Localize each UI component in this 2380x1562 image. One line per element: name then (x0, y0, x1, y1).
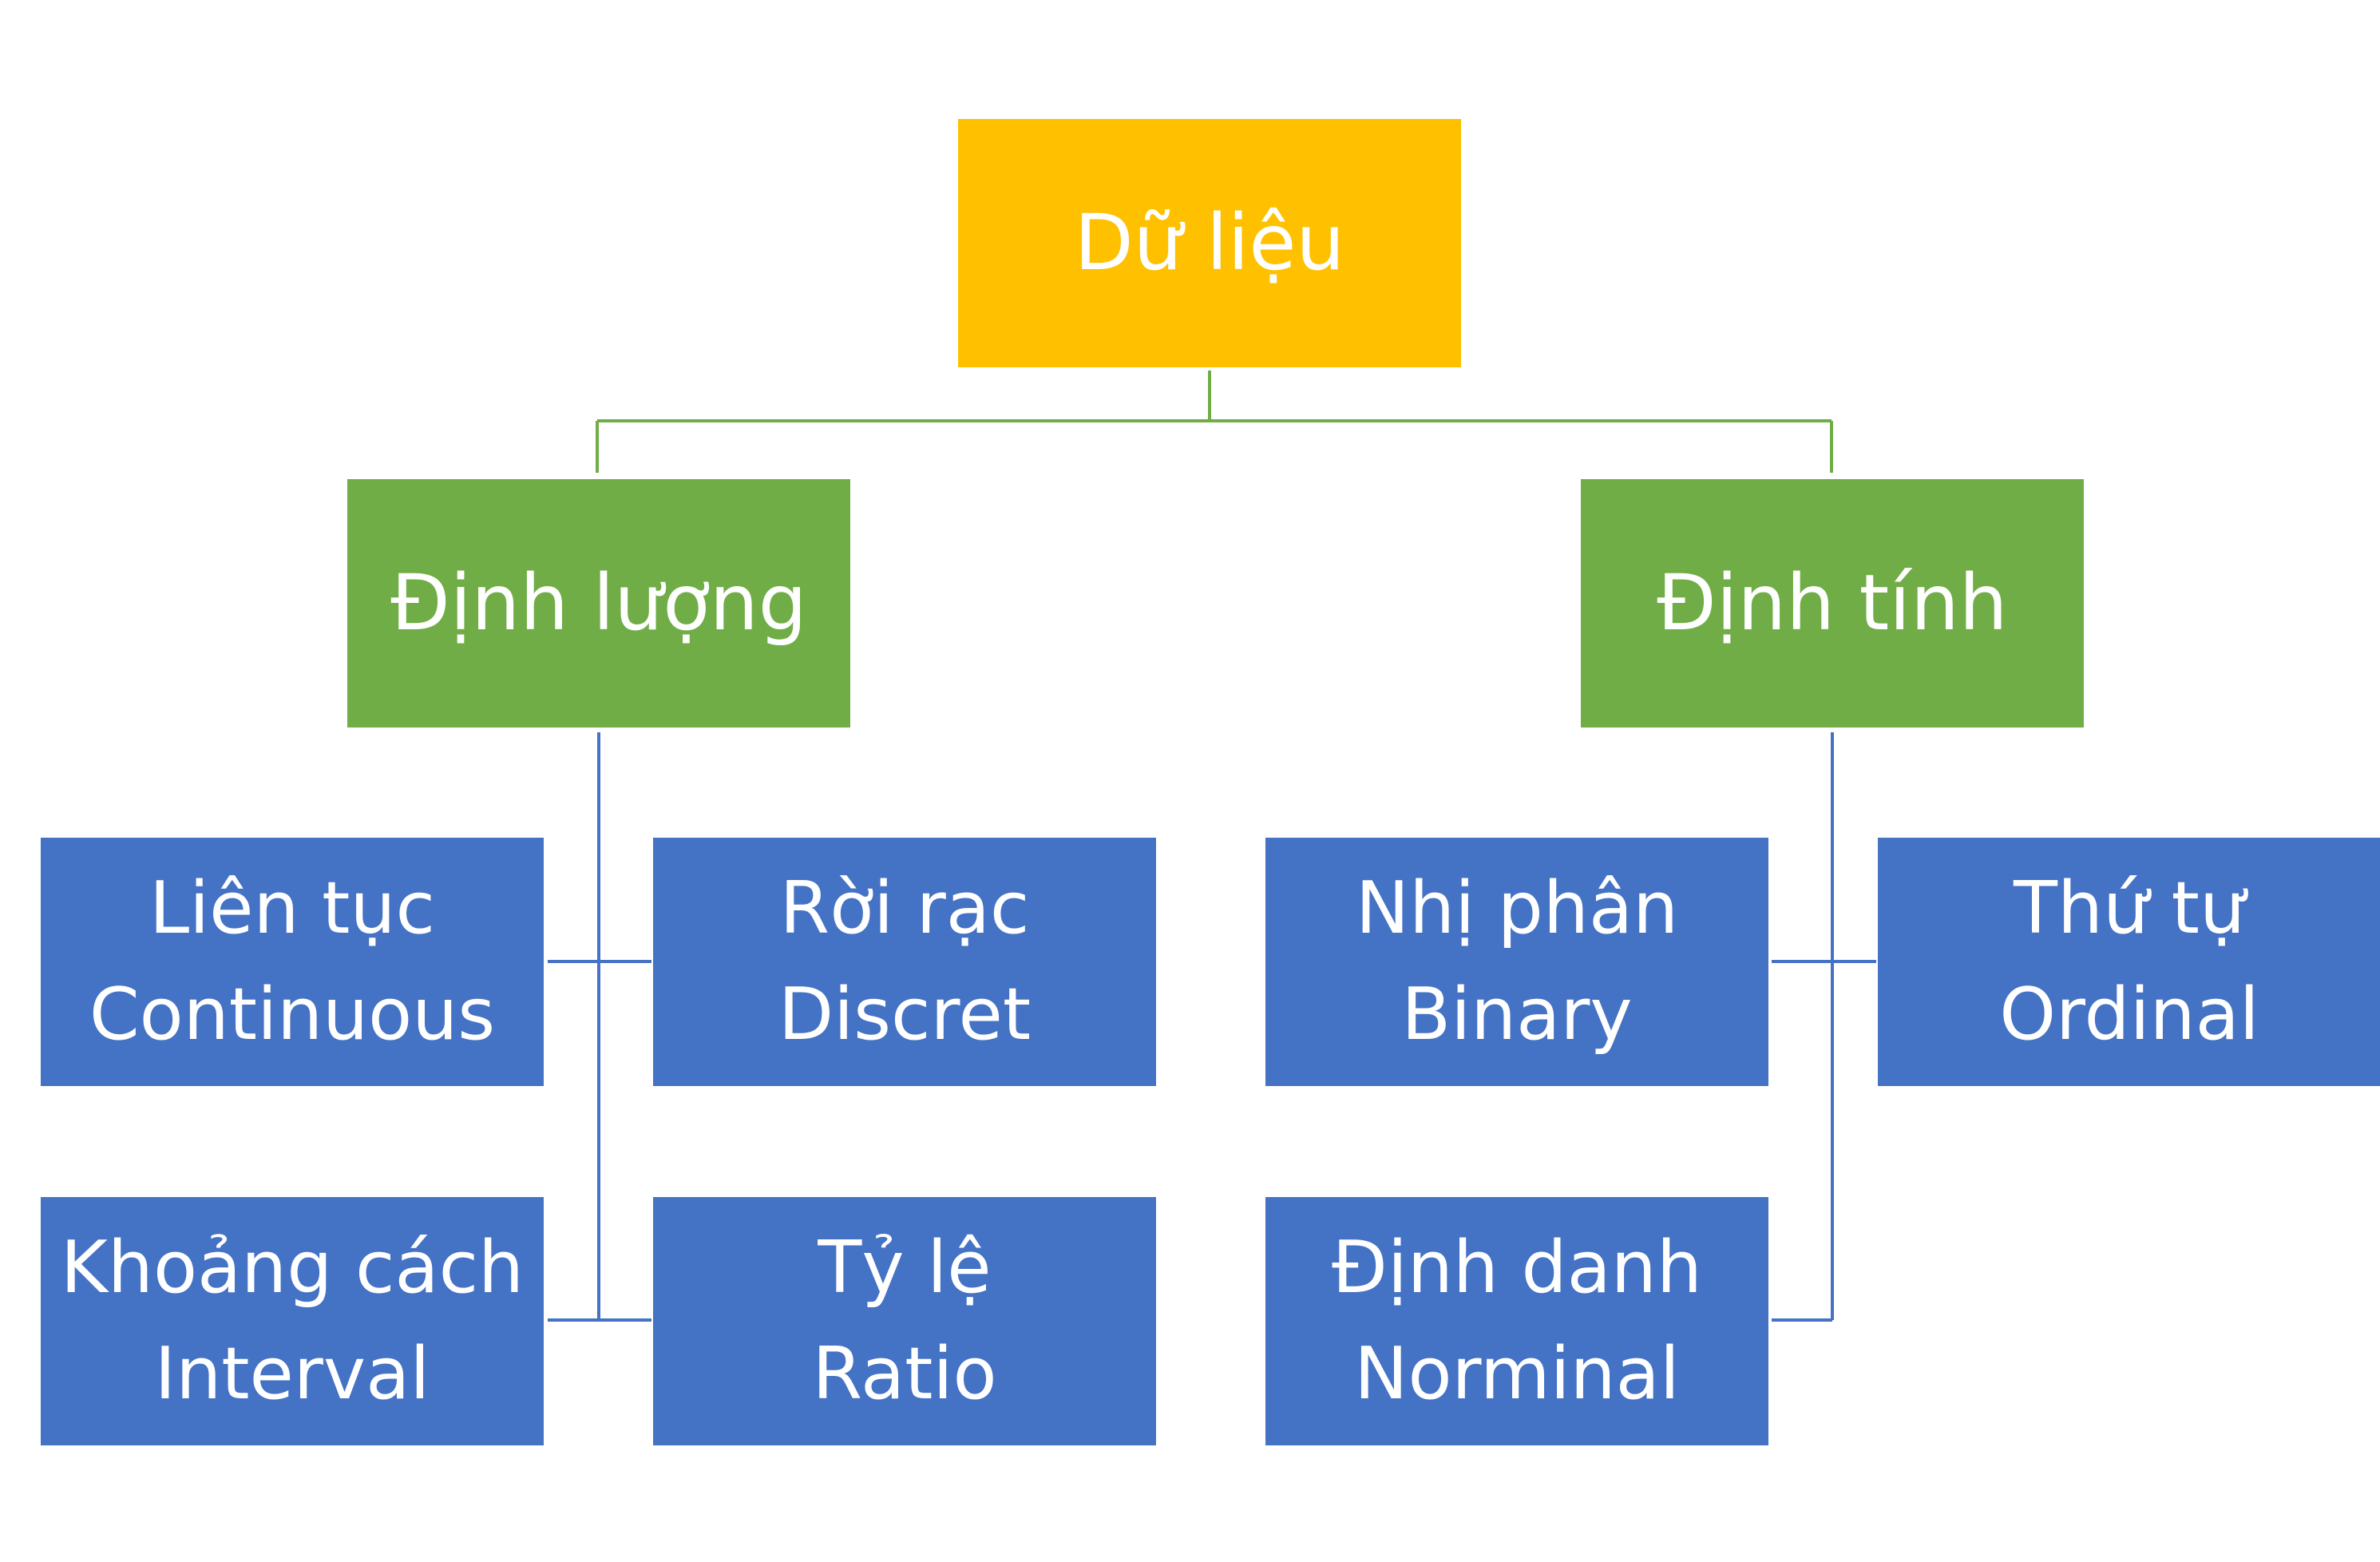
root-node: Dữ liệu (958, 119, 1461, 367)
category-quantitative: Định lượng (347, 479, 850, 727)
connector-qualitative-branch (1772, 732, 1876, 1322)
leaf-continuous: Liên tục Continuous (41, 838, 544, 1086)
leaf-nominal-vi: Định danh (1332, 1226, 1702, 1310)
root-label: Dữ liệu (1074, 197, 1345, 287)
leaf-discrete-vi: Rời rạc (779, 866, 1030, 951)
leaf-ratio-vi: Tỷ lệ (818, 1226, 992, 1310)
leaf-discrete: Rời rạc Discret (653, 838, 1156, 1086)
category-qualitative: Định tính (1581, 479, 2084, 727)
leaf-binary-en: Binary (1401, 972, 1633, 1057)
leaf-ordinal: Thứ tự Ordinal (1878, 838, 2380, 1086)
leaf-interval-vi: Khoảng cách (60, 1226, 525, 1310)
leaf-continuous-vi: Liên tục (149, 866, 435, 951)
leaf-ordinal-en: Ordinal (1999, 972, 2259, 1057)
category-quantitative-label: Định lượng (390, 557, 807, 648)
connector-root-to-categories (596, 371, 1833, 473)
connector-quantitative-branch (548, 732, 651, 1322)
leaf-ordinal-vi: Thứ tự (2014, 866, 2245, 951)
leaf-nominal-en: Norminal (1354, 1331, 1680, 1416)
leaf-interval: Khoảng cách Interval (41, 1197, 544, 1445)
leaf-ratio-en: Ratio (812, 1331, 997, 1416)
leaf-binary-vi: Nhị phân (1355, 866, 1679, 951)
leaf-discrete-en: Discret (778, 972, 1032, 1057)
leaf-interval-en: Interval (154, 1331, 430, 1416)
leaf-nominal: Định danh Norminal (1265, 1197, 1768, 1445)
leaf-ratio: Tỷ lệ Ratio (653, 1197, 1156, 1445)
leaf-continuous-en: Continuous (89, 972, 496, 1057)
category-qualitative-label: Định tính (1657, 557, 2008, 648)
leaf-binary: Nhị phân Binary (1265, 838, 1768, 1086)
